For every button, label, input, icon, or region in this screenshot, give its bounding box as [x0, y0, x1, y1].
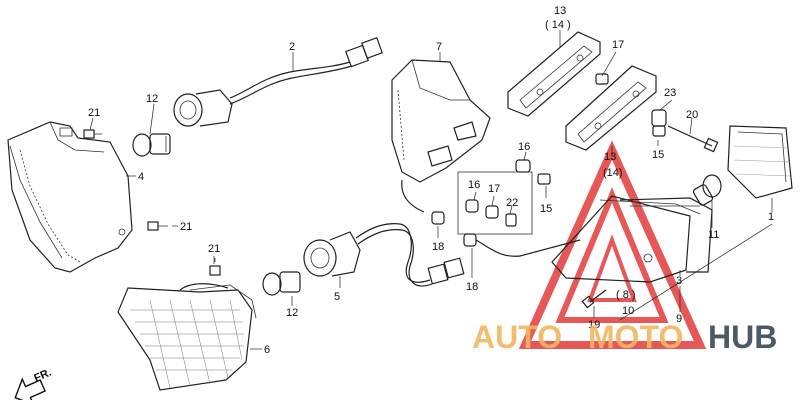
label-18-top: 18 [432, 241, 444, 253]
grommet-18-top [431, 211, 445, 225]
screw-21-middle [147, 221, 168, 231]
label-15-left: 15 [540, 203, 552, 215]
watermark-text: AUTO MOTO HUB [472, 319, 777, 355]
rubber-16-top [515, 159, 531, 173]
label-13-top: 13 [554, 5, 566, 17]
label-21-lower: 21 [208, 243, 220, 255]
label-9: 9 [676, 313, 682, 325]
screw-19 [581, 289, 607, 309]
tail-bulb [692, 174, 722, 206]
label-5: 5 [334, 291, 340, 303]
bulb-lower [262, 271, 301, 296]
front-direction-arrow [14, 377, 46, 400]
label-13-lower: 13 [604, 151, 616, 163]
label-20: 20 [686, 109, 698, 121]
label-12-lower: 12 [286, 307, 298, 319]
label-fr: FR. [32, 367, 53, 385]
part-labels: 2 7 13 ( 14 ) 17 21 12 23 20 4 16 15 13 … [32, 5, 774, 385]
watermark-logo [518, 140, 707, 349]
bulb-upper [132, 133, 171, 157]
bolt-20 [667, 125, 719, 153]
cushion-17-top [595, 73, 609, 85]
stay-lower [565, 65, 657, 151]
label-21-middle: 21 [180, 221, 192, 233]
label-4: 4 [138, 171, 144, 183]
label-8: ( 8 ) [616, 289, 636, 301]
nut-15-left [537, 173, 551, 185]
watermark-hub: HUB [708, 319, 777, 355]
watermark-moto: MOTO [588, 319, 683, 355]
label-17-top: 17 [612, 39, 624, 51]
label-1: 1 [768, 211, 774, 223]
watermark-auto: AUTO [472, 319, 562, 355]
screw-21-top [83, 129, 102, 139]
label-16-lower: 16 [468, 179, 480, 191]
label-14-top: ( 14 ) [545, 19, 571, 31]
label-6: 6 [264, 344, 270, 356]
label-10: 10 [622, 305, 634, 317]
label-19: 19 [588, 319, 600, 331]
label-7: 7 [436, 41, 442, 53]
label-15-right: 15 [652, 149, 664, 161]
socket-lower [303, 223, 465, 287]
label-17-lower: 17 [488, 183, 500, 195]
front-turn-signal-housing [7, 121, 133, 273]
stay-upper [507, 31, 601, 117]
label-3: 3 [676, 275, 682, 287]
label-16-top: 16 [518, 141, 530, 153]
label-12-top: 12 [146, 93, 158, 105]
label-11: 11 [708, 229, 719, 241]
label-14-lower: (14) [603, 167, 623, 179]
front-turn-signal-lens [117, 283, 257, 391]
label-23: 23 [664, 87, 676, 99]
label-22: 22 [506, 197, 518, 209]
label-2: 2 [289, 41, 295, 53]
screw-21-lower [209, 258, 221, 276]
leader-lines [89, 30, 773, 350]
label-18-lower: 18 [466, 281, 478, 293]
grommet-18-lower [463, 233, 581, 257]
socket-upper [173, 36, 384, 127]
label-21-top: 21 [88, 107, 100, 119]
nut-15-right [652, 125, 666, 137]
tail-light-housing [391, 59, 491, 213]
collar-23 [651, 109, 667, 127]
tail-lens [727, 125, 793, 199]
